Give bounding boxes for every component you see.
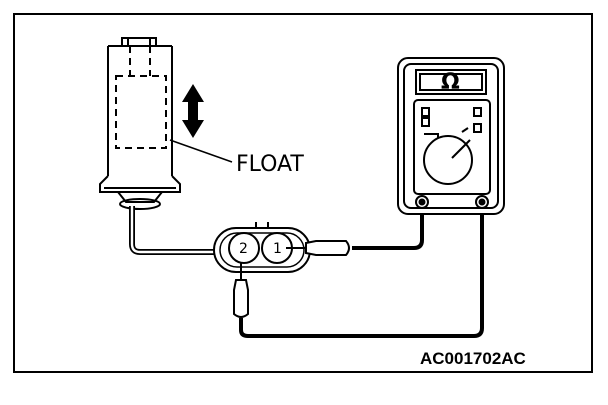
- probe-pin-2: [233, 262, 249, 318]
- test-lead-1: [352, 206, 424, 250]
- float-label: FLOAT: [236, 152, 304, 177]
- figure-frame: [13, 13, 593, 373]
- probe-pin-1: [286, 240, 350, 256]
- pin-2-label: 2: [239, 241, 248, 257]
- float-sensor-icon: [99, 37, 181, 210]
- sensor-cable: [129, 206, 214, 255]
- connector-pin-2: [228, 232, 260, 264]
- meter-ohm-symbol: Ω: [441, 70, 460, 95]
- float-leader-line: [169, 139, 233, 163]
- pin-1-label: 1: [273, 241, 282, 257]
- test-lead-2: [239, 206, 484, 338]
- figure-code: AC001702AC: [420, 349, 526, 368]
- up-down-arrow-icon: [182, 84, 204, 138]
- ohmmeter-icon: [397, 57, 505, 215]
